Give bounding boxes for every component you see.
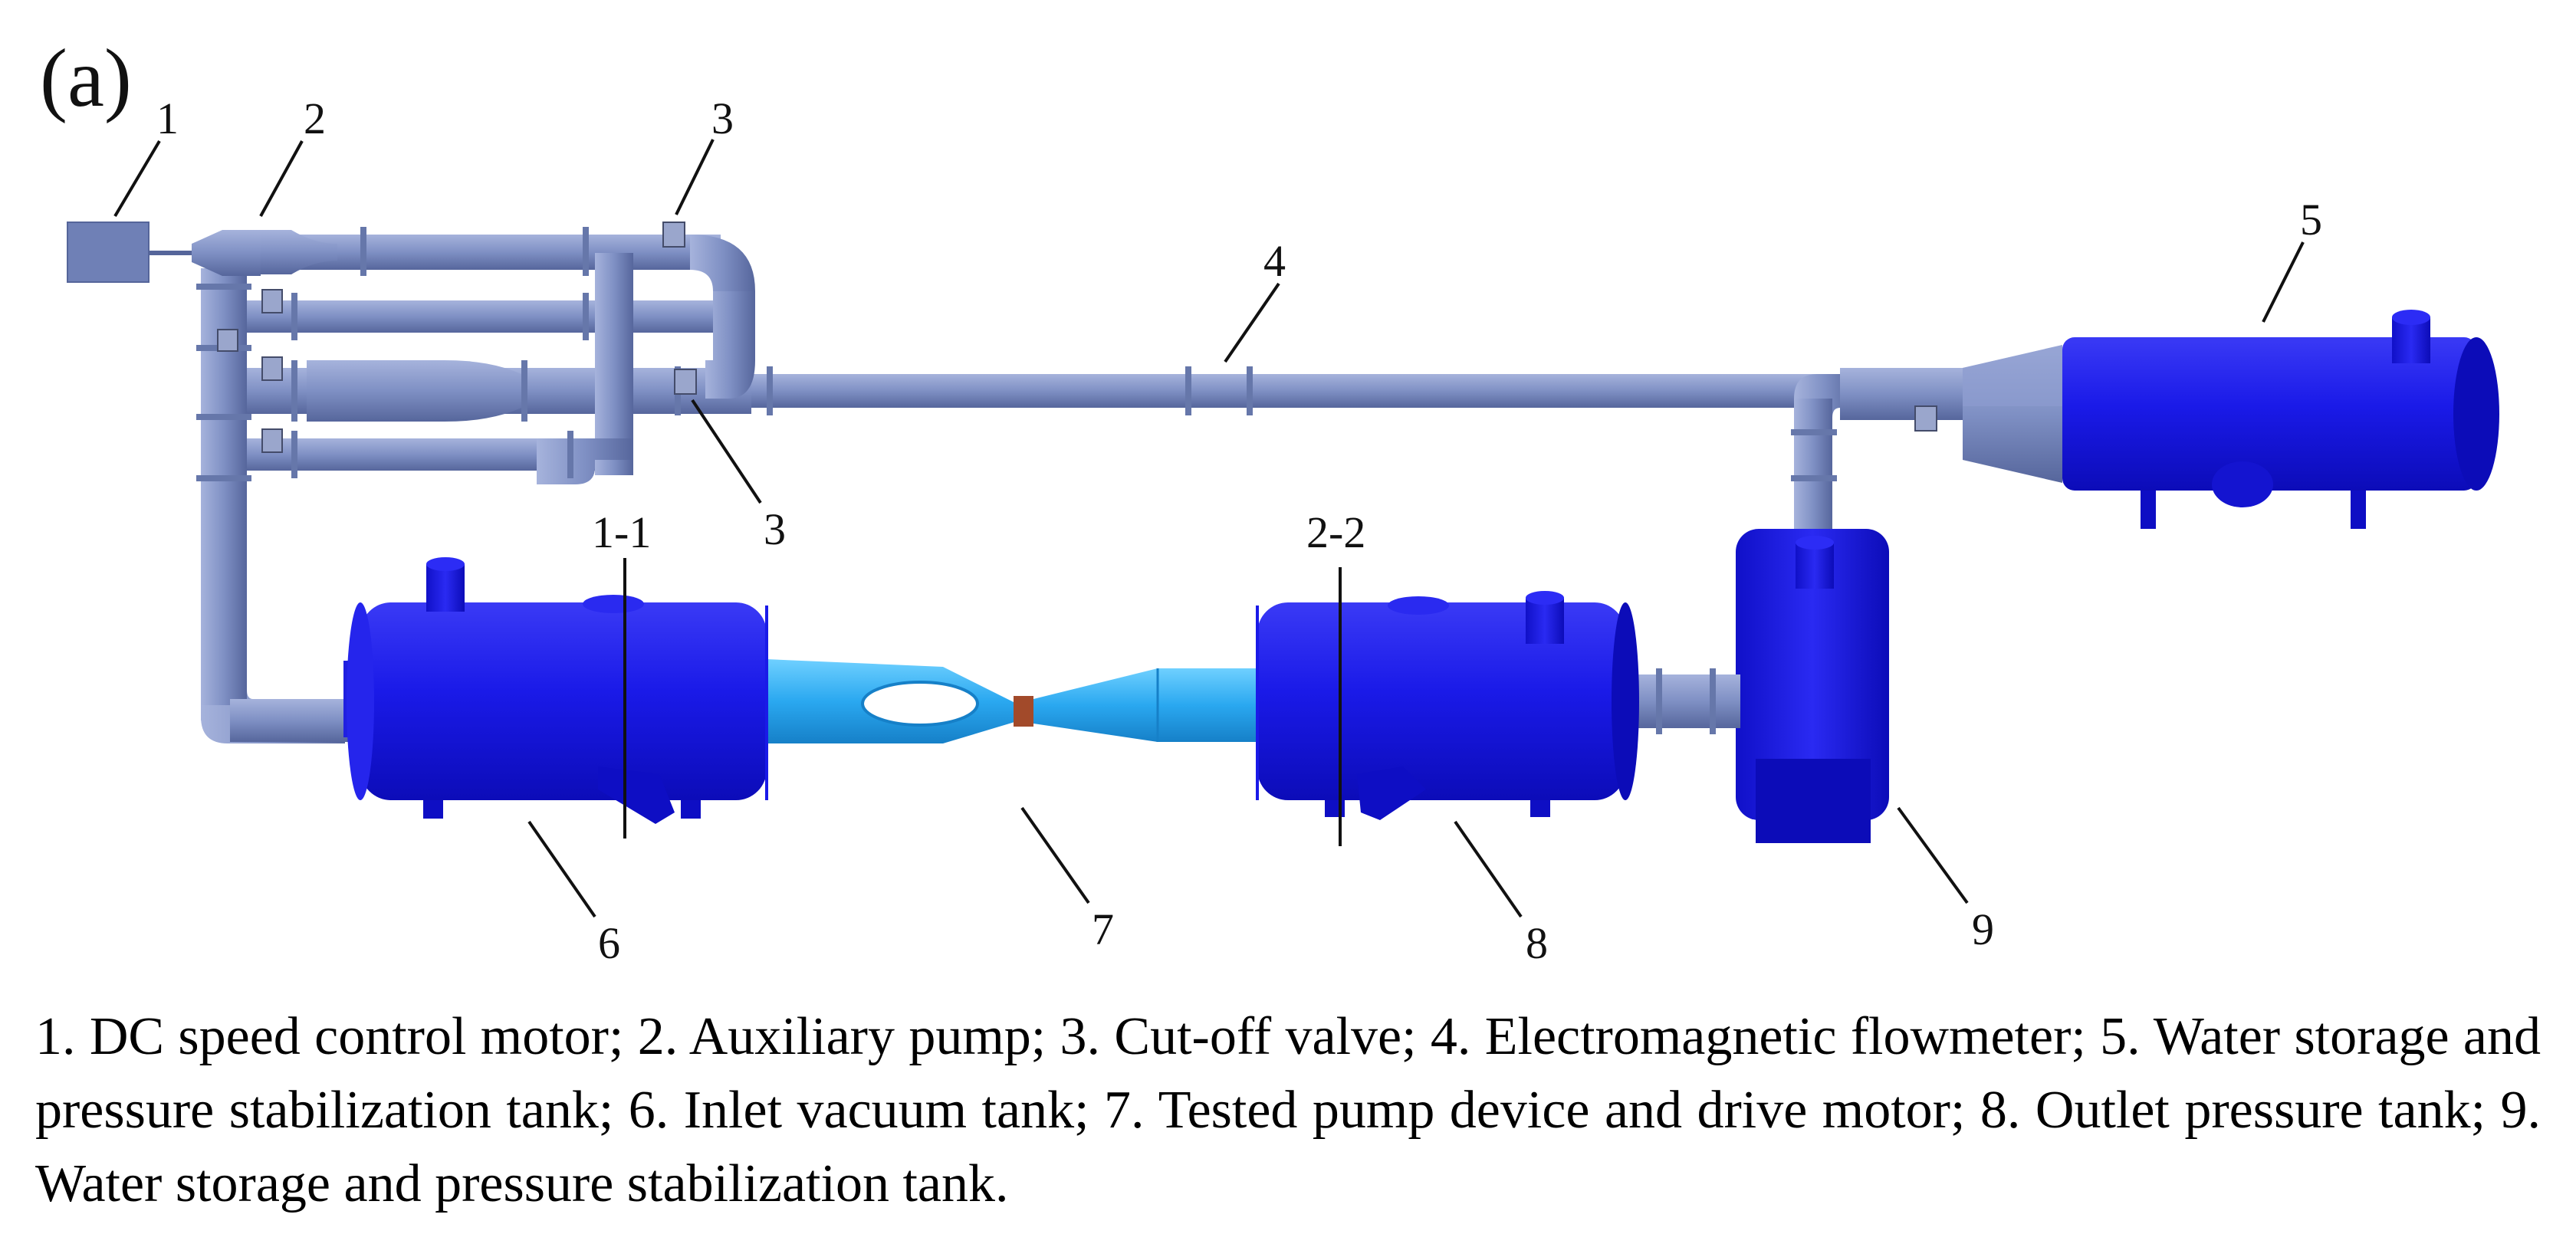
main-pipe (736, 374, 1855, 408)
test-rig-diagram: (a) 1 2 3 3 4 5 6 7 8 9 1-1 2-2 (40, 33, 2499, 966)
riser-elbow (537, 438, 633, 484)
pipe-network (67, 222, 2062, 743)
label-1: 1 (156, 94, 179, 143)
figure-caption: 1. DC speed control motor; 2. Auxiliary … (35, 1007, 2541, 1213)
panel-label: (a) (40, 33, 132, 124)
tested-pump-device (765, 606, 1259, 800)
section-label-1-1: 1-1 (592, 507, 651, 557)
dc-motor (67, 222, 150, 283)
tank5-reducer-upper (1963, 345, 2062, 406)
pump-inlet-loop (861, 681, 979, 727)
label-2: 2 (304, 94, 326, 143)
cut-off-valves (217, 222, 1937, 453)
label-3-bottom: 3 (764, 504, 786, 554)
label-4: 4 (1263, 236, 1286, 286)
tank9-riser (1794, 399, 1832, 537)
right-elbow-mid (705, 291, 755, 399)
tank-8 (1257, 591, 1639, 820)
leader-lines (113, 139, 2305, 918)
section-label-2-2: 2-2 (1306, 507, 1365, 557)
tank-5 (2062, 310, 2499, 529)
riser-1 (595, 253, 633, 475)
coupling (1014, 696, 1033, 727)
label-9: 9 (1972, 904, 1994, 954)
top-branch-bulge (253, 230, 337, 274)
label-8: 8 (1526, 918, 1548, 966)
label-5: 5 (2300, 195, 2322, 245)
auxiliary-pump (192, 230, 261, 276)
tank-6 (343, 557, 767, 824)
branch-pipe-top (276, 235, 721, 270)
tank-9 (1736, 529, 1889, 843)
branch-pipe-2 (230, 300, 721, 333)
branch-3-bulge (307, 360, 521, 422)
label-6: 6 (598, 918, 620, 966)
label-3-top: 3 (711, 94, 734, 143)
label-7: 7 (1092, 904, 1114, 954)
inlet-pipe (230, 699, 360, 742)
